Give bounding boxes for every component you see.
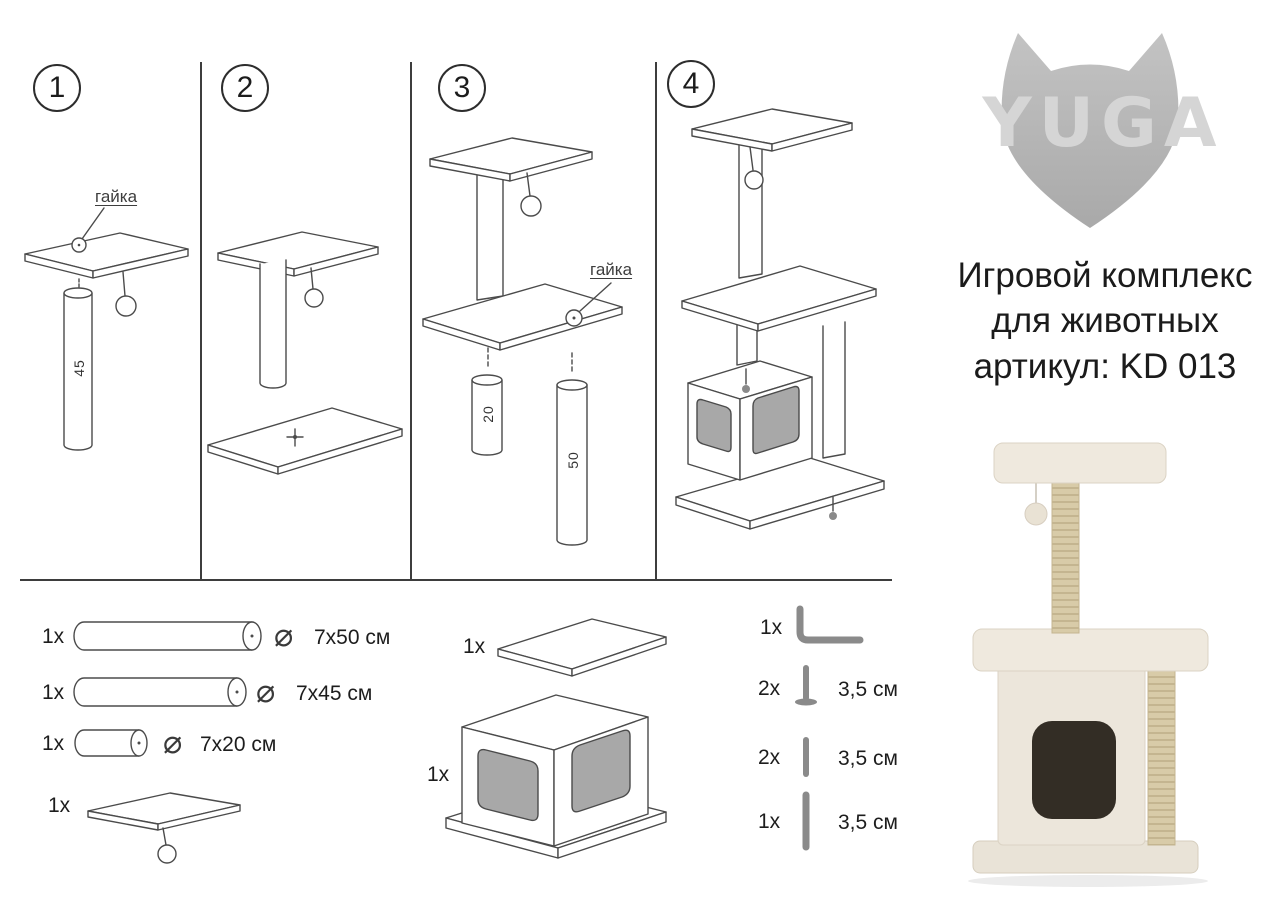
step2-drawing <box>207 231 403 475</box>
product-title-line2: для животных <box>991 301 1219 340</box>
divider-steps-parts <box>20 579 892 581</box>
bolt-short-size: 3,5 см <box>838 747 898 770</box>
bolt-with-washer-icon <box>795 665 817 706</box>
diameter-icon: ⌀ <box>163 724 183 760</box>
step-2-number: 2 <box>236 71 254 104</box>
product-title-line3: артикул: KD 013 <box>973 347 1237 386</box>
house-qty: 1x <box>427 763 450 786</box>
part-board-icon <box>497 618 667 677</box>
part-post-20-icon <box>74 729 148 757</box>
step1-post-length-label: 45 <box>70 359 87 377</box>
step3-tall-post-label: 50 <box>564 451 581 469</box>
product-title-line1: Игровой комплекс <box>957 256 1253 295</box>
bolt-long-size: 3,5 см <box>838 811 898 834</box>
bolt-washer-qty: 2x <box>758 677 781 700</box>
assembly-diagrams <box>24 108 885 864</box>
step-3-number: 3 <box>453 71 471 104</box>
allen-key-icon <box>796 605 864 644</box>
cat-head-logo <box>1001 33 1179 228</box>
post-20-qty: 1x <box>42 732 65 755</box>
bolt-long-qty: 1x <box>758 810 781 833</box>
attached-post-icon <box>259 259 287 389</box>
step3-nut-label: гайка <box>590 260 633 279</box>
post-45-qty: 1x <box>42 681 65 704</box>
step-4-badge: 4 <box>667 60 715 108</box>
post-45-icon <box>63 292 93 451</box>
post-20-icon <box>471 379 503 456</box>
allen-key-qty: 1x <box>760 616 783 639</box>
part-post-50-icon <box>73 621 262 651</box>
post-50-qty: 1x <box>42 625 65 648</box>
post-20-size: 7x20 см <box>200 733 277 756</box>
step1-nut-label: гайка <box>95 187 138 206</box>
post-45-size: 7x45 см <box>296 682 373 705</box>
part-post-45-icon <box>73 677 247 707</box>
post-50-size: 7x50 см <box>314 626 391 649</box>
post-50-icon <box>556 384 588 546</box>
bolt-washer-size: 3,5 см <box>838 678 898 701</box>
step-2-badge: 2 <box>221 64 269 112</box>
step4-drawing <box>675 108 885 530</box>
platform-qty: 1x <box>48 794 71 817</box>
toy-ball-icon <box>520 195 542 217</box>
part-house-icon <box>445 694 667 859</box>
toy-ball-icon <box>304 288 324 308</box>
step1-drawing <box>24 207 189 451</box>
step-3-badge: 3 <box>438 64 486 112</box>
step3-short-post-label: 20 <box>479 405 496 423</box>
bolt-short-qty: 2x <box>758 746 781 769</box>
step-4-number: 4 <box>682 67 700 100</box>
board-qty: 1x <box>463 635 486 658</box>
toy-ball-icon <box>115 295 137 317</box>
toy-ball-icon <box>157 844 177 864</box>
diameter-icon: ⌀ <box>274 617 294 653</box>
brand-logo-text: YUGA <box>982 84 1224 163</box>
product-photo <box>968 442 1209 887</box>
divider-step3-step4 <box>655 62 657 580</box>
divider-step2-step3 <box>410 62 412 580</box>
toy-ball-icon <box>744 170 764 190</box>
house-cube-icon <box>687 360 813 481</box>
part-platform-icon <box>87 792 241 864</box>
divider-step1-step2 <box>200 62 202 580</box>
step3-drawing <box>422 137 623 546</box>
diameter-icon: ⌀ <box>256 673 276 709</box>
step-1-badge: 1 <box>33 64 81 112</box>
step-1-number: 1 <box>48 71 66 104</box>
